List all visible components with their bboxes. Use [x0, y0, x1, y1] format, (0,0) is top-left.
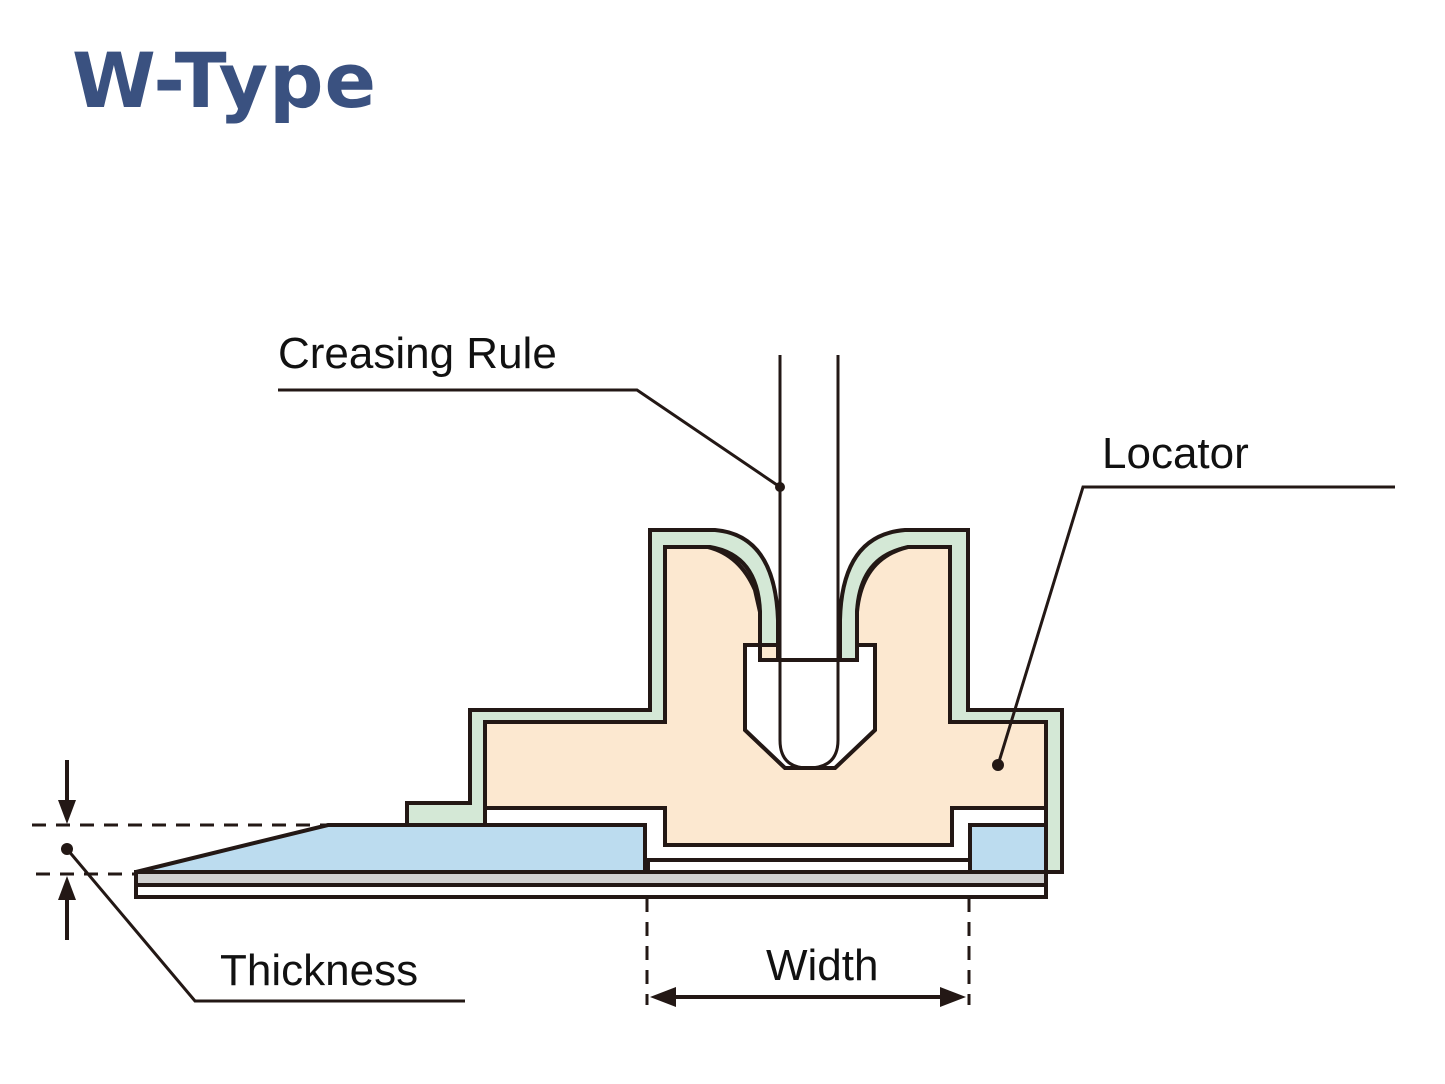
- locator-label: Locator: [1102, 429, 1249, 478]
- board-gap: [646, 858, 972, 874]
- arrow-down-icon: [58, 800, 76, 824]
- locator-leader: [996, 485, 1395, 766]
- creasing-rule-leader: [278, 388, 781, 489]
- arrow-right-icon: [940, 987, 966, 1007]
- thickness-leader: [65, 848, 465, 1003]
- slot-cavity: [743, 643, 877, 770]
- arrow-left-icon: [650, 987, 676, 1007]
- page-title: W-Type: [72, 36, 378, 125]
- thickness-label: Thickness: [220, 946, 418, 995]
- creasing-rule-dot: [775, 482, 785, 492]
- creasing-rule: [778, 355, 840, 770]
- creasing-rule-label: Creasing Rule: [278, 329, 557, 378]
- left-board: [135, 823, 647, 874]
- arrow-up-icon: [58, 876, 76, 900]
- right-board: [968, 823, 1048, 874]
- locator-dot: [992, 759, 1004, 771]
- base-plate-white: [134, 883, 1048, 899]
- width-label: Width: [766, 941, 878, 990]
- thickness-dot: [61, 843, 73, 855]
